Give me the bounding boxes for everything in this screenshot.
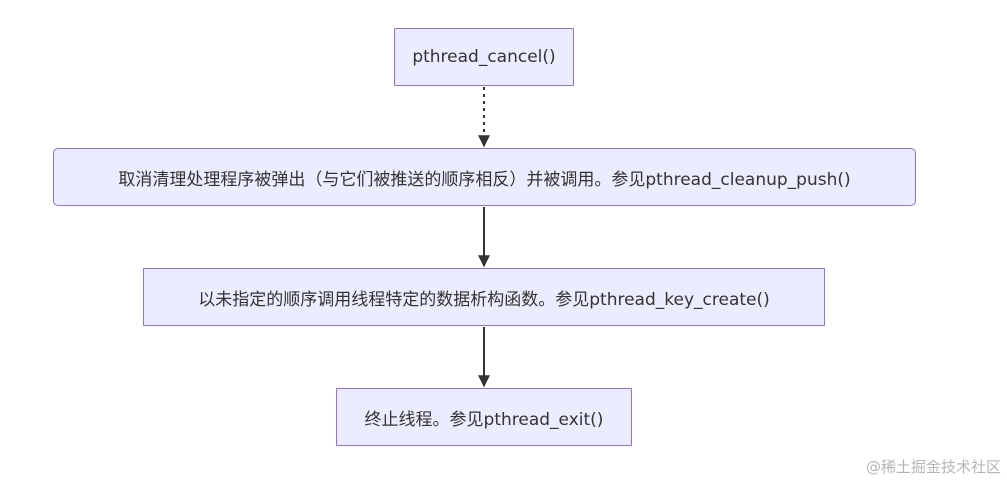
node-label: pthread_cancel() <box>412 47 556 67</box>
node-cleanup-handlers: 取消清理处理程序被弹出（与它们被推送的顺序相反）并被调用。参见pthread_c… <box>53 148 916 206</box>
node-label: 以未指定的顺序调用线程特定的数据析构函数。参见pthread_key_creat… <box>198 289 770 310</box>
node-label: 终止线程。参见pthread_exit() <box>364 409 604 430</box>
node-tsd-destructors: 以未指定的顺序调用线程特定的数据析构函数。参见pthread_key_creat… <box>143 268 825 326</box>
node-label: 取消清理处理程序被弹出（与它们被推送的顺序相反）并被调用。参见pthread_c… <box>118 169 851 190</box>
node-terminate-thread: 终止线程。参见pthread_exit() <box>336 388 632 446</box>
watermark: @稀土掘金技术社区 <box>865 458 1001 476</box>
node-pthread-cancel: pthread_cancel() <box>394 28 574 86</box>
